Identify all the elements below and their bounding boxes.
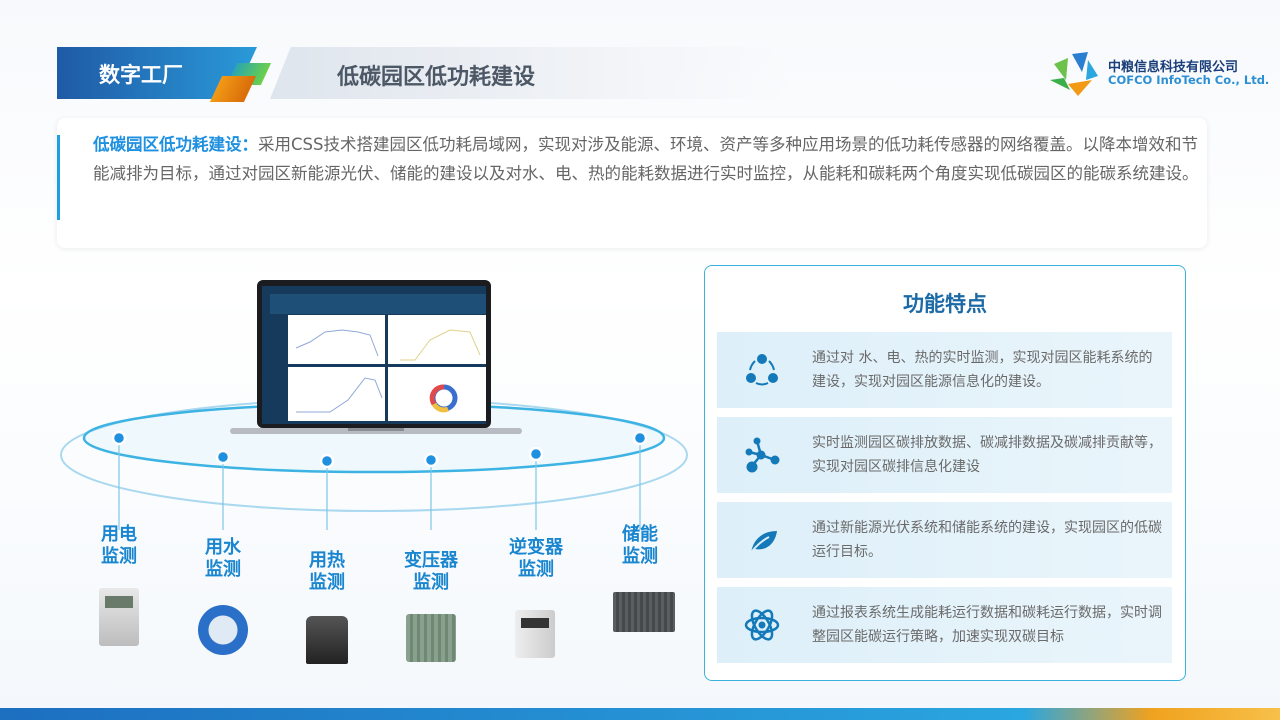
feature-item: 通过新能源光伏系统和储能系统的建设，实现园区的低碳运行目标。 xyxy=(717,502,1172,578)
page-title: 低碳园区低功耗建设 xyxy=(337,65,536,90)
feature-text: 通过报表系统生成能耗运行数据和碳耗运行数据，实时调整园区能碳运行策略，加速实现双… xyxy=(812,605,1162,645)
transformer-image xyxy=(406,614,456,662)
device-sublabel: 监测 xyxy=(101,546,137,567)
feature-item: 通过对 水、电、热的实时监测，实现对园区能耗系统的建设，实现对园区能源信息化的建… xyxy=(717,332,1172,408)
accent-bar xyxy=(57,135,60,220)
device-label: 用电 xyxy=(101,524,137,545)
water-meter-image xyxy=(198,605,248,655)
intro-label: 低碳园区低功耗建设： xyxy=(93,135,258,154)
network-rings xyxy=(60,398,688,530)
heat-meter-image xyxy=(306,616,348,664)
section-badge: 数字工厂 xyxy=(57,47,257,99)
energy-storage-image xyxy=(613,592,675,632)
inverter-image xyxy=(515,610,555,658)
company-name-cn: 中粮信息科技有限公司 xyxy=(1108,60,1239,75)
atom-icon xyxy=(744,609,780,641)
molecule-icon xyxy=(745,437,780,473)
feature-item: 通过报表系统生成能耗运行数据和碳耗运行数据，实时调整园区能碳运行策略，加速实现双… xyxy=(717,587,1172,663)
title-banner xyxy=(270,47,790,99)
intro-text: 低碳园区低功耗建设：采用CSS技术搭建园区低功耗局域网，实现对涉及能源、环境、资… xyxy=(93,130,1203,188)
device-label: 用热 xyxy=(309,550,345,571)
device-label: 变压器 xyxy=(404,550,458,571)
device-sublabel: 监测 xyxy=(622,546,658,567)
feature-item: 实时监测园区碳排放数据、碳减排数据及碳减排贡献等，实现对园区碳排信息化建设 xyxy=(717,417,1172,493)
device-label: 逆变器 xyxy=(509,537,563,558)
feature-text: 通过新能源光伏系统和储能系统的建设，实现园区的低碳运行目标。 xyxy=(812,520,1162,560)
feature-text: 通过对 水、电、热的实时监测，实现对园区能耗系统的建设，实现对园区能源信息化的建… xyxy=(812,350,1153,390)
section-label: 数字工厂 xyxy=(99,63,183,87)
feature-text: 实时监测园区碳排放数据、碳减排数据及碳减排贡献等，实现对园区碳排信息化建设 xyxy=(812,435,1162,475)
intro-body: 采用CSS技术搭建园区低功耗局域网，实现对涉及能源、环境、资产等多种应用场景的低… xyxy=(93,135,1199,183)
electric-meter-image xyxy=(99,588,139,646)
device-label: 用水 xyxy=(205,537,241,558)
network-hexagon-icon xyxy=(746,354,778,386)
features-title: 功能特点 xyxy=(903,292,987,316)
intro-card: 低碳园区低功耗建设：采用CSS技术搭建园区低功耗局域网，实现对涉及能源、环境、资… xyxy=(57,118,1207,248)
device-sublabel: 监测 xyxy=(309,572,345,593)
device-sublabel: 监测 xyxy=(413,572,449,593)
cofco-logo-icon xyxy=(1050,52,1098,96)
leaf-icon xyxy=(748,531,777,556)
device-sublabel: 监测 xyxy=(205,559,241,580)
laptop-dashboard-image xyxy=(230,280,522,434)
device-label: 储能 xyxy=(622,524,658,545)
device-sublabel: 监测 xyxy=(518,559,554,580)
features-panel: 功能特点 通过对 水、电、热的实时监测，实现对园区能耗系统的建设，实现对园区能源… xyxy=(704,265,1186,681)
footer-bar xyxy=(0,708,1280,720)
company-name-en: COFCO InfoTech Co., Ltd. xyxy=(1108,73,1270,87)
